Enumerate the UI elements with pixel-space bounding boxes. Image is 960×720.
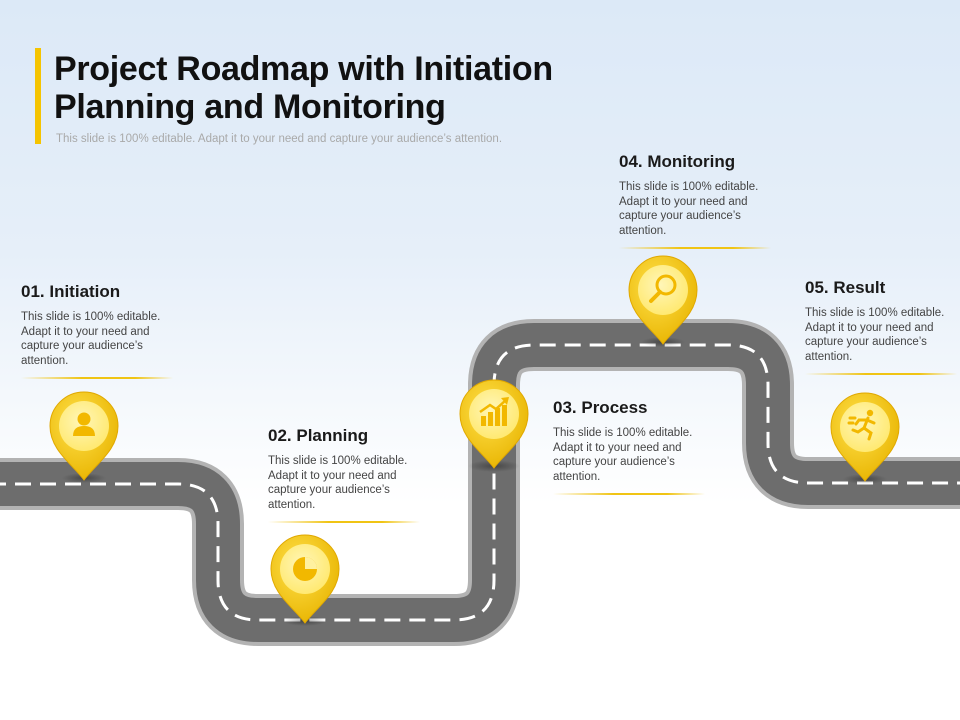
pie-chart-icon [293, 557, 317, 581]
page-title: Project Roadmap with Initiation Planning… [54, 50, 553, 126]
title-accent-bar [35, 48, 41, 144]
stage-description: This slide is 100% editable. Adapt it to… [268, 455, 408, 511]
stage-pin-1 [49, 391, 119, 483]
stage-heading: 04. Monitoring [619, 152, 736, 171]
stage-result: 05. Result This slide is 100% editable. … [805, 278, 960, 375]
user-icon [73, 412, 95, 436]
road [0, 319, 960, 646]
growth-chart-icon [479, 397, 509, 426]
running-person-icon [847, 409, 876, 441]
stage-pin-2 [270, 534, 340, 626]
page-title-line-2: Planning and Monitoring [54, 88, 446, 126]
stage-monitoring: 04. Monitoring This slide is 100% editab… [619, 152, 779, 249]
stage-underline [268, 521, 420, 523]
stage-description: This slide is 100% editable. Adapt it to… [553, 427, 693, 483]
stage-planning: 02. Planning This slide is 100% editable… [268, 426, 428, 523]
stage-underline [553, 493, 705, 495]
stage-underline [619, 247, 771, 249]
stage-heading: 02. Planning [268, 426, 369, 445]
stage-heading: 05. Result [805, 278, 886, 297]
stage-process: 03. Process This slide is 100% editable.… [553, 398, 713, 495]
page-subtitle: This slide is 100% editable. Adapt it to… [56, 133, 503, 145]
stage-description: This slide is 100% editable. Adapt it to… [619, 181, 759, 237]
stage-heading: 01. Initiation [21, 282, 121, 301]
magnifier-icon [649, 274, 677, 303]
stage-pin-4 [628, 255, 698, 347]
road-center-dashes [0, 343, 960, 622]
page-title-line-1: Project Roadmap with Initiation [54, 50, 553, 88]
stage-description: This slide is 100% editable. Adapt it to… [805, 307, 945, 363]
stage-underline [21, 377, 173, 379]
stage-underline [805, 373, 957, 375]
stage-heading: 03. Process [553, 398, 648, 417]
stage-pin-3 [459, 379, 529, 472]
stage-description: This slide is 100% editable. Adapt it to… [21, 311, 161, 367]
stage-initiation: 01. Initiation This slide is 100% editab… [21, 282, 181, 379]
stage-pin-5 [830, 392, 900, 484]
